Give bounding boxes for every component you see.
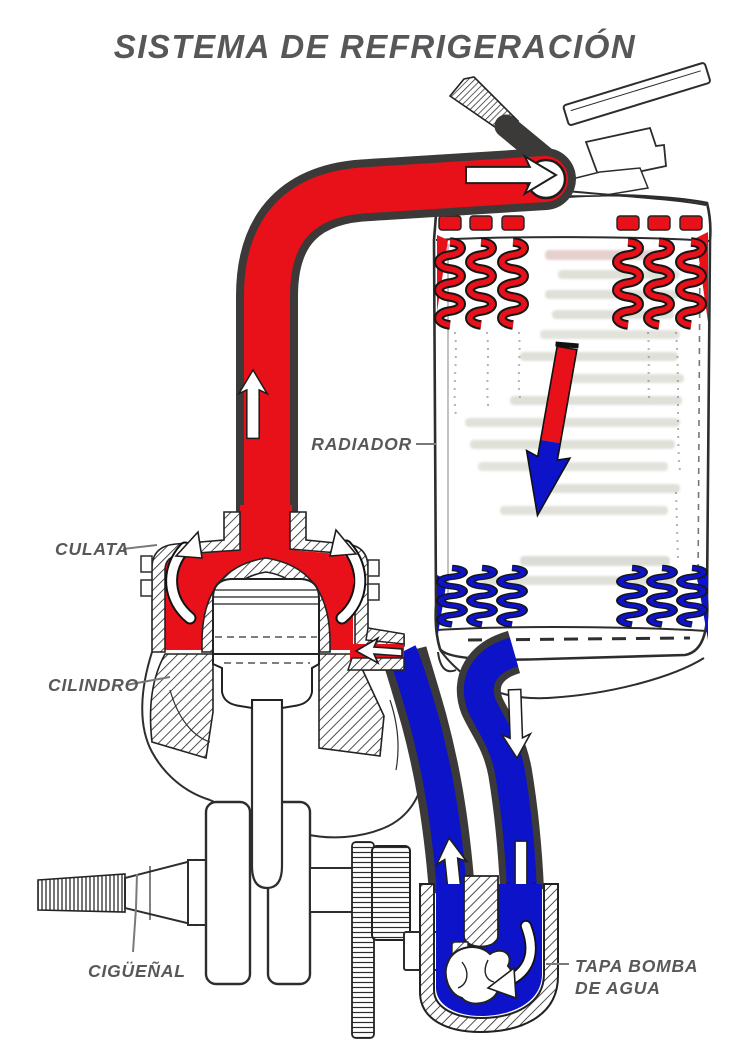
core-right-wall-dashed-line bbox=[697, 251, 701, 593]
hose-hot-coolant bbox=[244, 156, 568, 565]
radiator-to-pump-hose bbox=[463, 637, 537, 891]
hot-coolant-hose bbox=[236, 148, 576, 573]
label-radiador: RADIADOR bbox=[311, 434, 412, 454]
crankshaft-assembly bbox=[37, 700, 457, 1039]
label-leader-line bbox=[125, 676, 171, 686]
radiator bbox=[432, 193, 712, 700]
cylinder-head-swirl-arrows bbox=[165, 528, 367, 625]
primary-gear bbox=[351, 841, 375, 1039]
label-tapa-bomba-line1: TAPA BOMBA bbox=[575, 956, 698, 976]
radiator-top-edge bbox=[555, 189, 707, 206]
radiator-bottom-tank-line bbox=[436, 626, 708, 632]
mounting-bar bbox=[562, 62, 711, 126]
radiator-cold-coils bbox=[437, 568, 708, 640]
pump-swirl-arrowhead bbox=[486, 966, 517, 1000]
scan-speckle-trails bbox=[453, 331, 681, 561]
coil-header-cells bbox=[438, 215, 703, 231]
piston bbox=[212, 578, 320, 710]
connecting-rod bbox=[250, 700, 284, 890]
radiator-hot-coils bbox=[437, 215, 708, 561]
radiator-cooling-down-arrow bbox=[525, 341, 579, 518]
engine-inlet-stub bbox=[346, 627, 405, 671]
pump-housing bbox=[419, 883, 559, 1034]
coolant-into-engine-arrow bbox=[354, 636, 403, 665]
piston-skirt bbox=[212, 653, 320, 710]
pump-to-engine-hose bbox=[388, 645, 467, 894]
stub-lower-wall bbox=[346, 657, 405, 671]
label-leader-line bbox=[132, 873, 138, 953]
ghost-print-texture bbox=[465, 250, 684, 585]
head-flange-bumps bbox=[140, 555, 380, 601]
label-tapa-bomba-line2: DE AGUA bbox=[575, 978, 661, 998]
radiator-top-tank-line bbox=[435, 236, 710, 242]
impeller-blade-lines bbox=[457, 959, 495, 989]
page-title: SISTEMA DE REFRIGERACIÓN bbox=[114, 28, 636, 65]
label-culata: CULATA bbox=[55, 539, 129, 559]
callout-labels: RADIADOR CULATA CILINDRO CIGÜEÑAL TAPA B… bbox=[48, 434, 698, 998]
threaded-shaft-end bbox=[37, 873, 126, 913]
drive-gear bbox=[371, 845, 411, 941]
shaft-right bbox=[309, 867, 359, 913]
label-ciguenal: CIGÜEÑAL bbox=[88, 960, 186, 981]
pump-divider-wall bbox=[463, 875, 499, 948]
arrow-cap-line bbox=[555, 341, 579, 349]
water-pump bbox=[419, 875, 559, 1034]
label-cilindro: CILINDRO bbox=[48, 675, 139, 695]
cold-coolant-hoses bbox=[381, 630, 544, 912]
label-leader-line bbox=[122, 544, 158, 550]
cylinder-wall-left bbox=[149, 653, 214, 760]
crank-web-left bbox=[204, 800, 252, 986]
